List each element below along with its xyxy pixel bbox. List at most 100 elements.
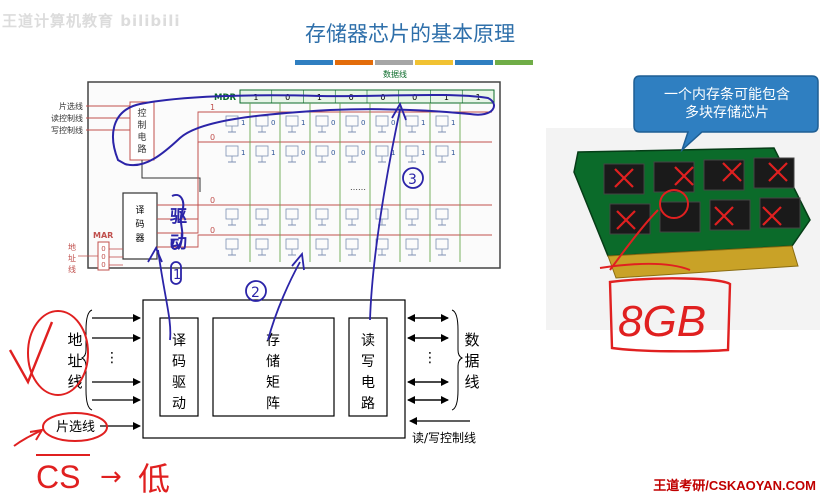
- memory-cell: [345, 208, 359, 226]
- memory-chip: [653, 161, 695, 193]
- memory-cell: [285, 238, 299, 256]
- memory-cell: 1: [435, 115, 455, 133]
- blue-loop-control: [112, 93, 495, 167]
- block-char: 矩: [266, 375, 280, 391]
- mar-bit: 0: [101, 245, 105, 253]
- title-bar-seg: [295, 60, 333, 65]
- cs-note: CS: [36, 459, 80, 495]
- memory-cell: 0: [345, 145, 365, 163]
- memory-cell: 0: [375, 115, 395, 133]
- address-label: 地址线: [68, 242, 76, 274]
- arrow-1-head: [147, 245, 163, 263]
- memory-cell: [225, 238, 239, 256]
- memory-cell: [405, 238, 419, 256]
- red-arrow-head: [29, 428, 44, 441]
- num-1: 1: [173, 268, 181, 283]
- red-x-mark: [616, 210, 636, 230]
- blue-bracket-drive: [170, 194, 185, 250]
- cell-value: 1: [451, 119, 455, 127]
- cell-value: 1: [271, 149, 275, 157]
- memory-cell: 0: [315, 145, 335, 163]
- block-char: 译: [172, 333, 186, 349]
- num-3: 3: [408, 172, 417, 188]
- title-bar-seg: [415, 60, 453, 65]
- memory-chip: [703, 159, 745, 191]
- memory-cell: [225, 208, 239, 226]
- memory-cell: 0: [345, 115, 365, 133]
- arrow-2-line: [267, 261, 301, 341]
- memory-stick-photo: [546, 128, 820, 330]
- mar-bits: 000: [101, 245, 105, 269]
- mar-label: MAR: [93, 231, 113, 240]
- red-x-mark: [714, 206, 734, 226]
- title-color-bar: [295, 60, 533, 65]
- data-brace: [451, 309, 464, 411]
- block-char: 址: [67, 352, 82, 370]
- mar-bit: 0: [101, 253, 105, 261]
- mdr-label: MDR: [214, 93, 237, 103]
- memory-cell: [255, 238, 269, 256]
- cell-value: 1: [391, 149, 395, 157]
- memory-cell: [315, 238, 329, 256]
- control-to-decoder-wire: [141, 160, 201, 192]
- cell-value: 0: [331, 119, 335, 127]
- block-char: 数: [464, 331, 479, 349]
- block-char: 据: [464, 352, 479, 370]
- mdr-bit: 0: [349, 93, 354, 102]
- cell-value: 1: [241, 149, 245, 157]
- footer: 王道考研/CSKAOYAN.COM: [653, 478, 816, 493]
- red-circle-address: [27, 310, 89, 396]
- watermark: 王道计算机教育 bilibili: [2, 12, 181, 30]
- block-char: 线: [67, 373, 82, 391]
- memory-chip: [753, 157, 795, 189]
- memory-cell: 1: [375, 145, 395, 163]
- circle-num-1: [170, 261, 182, 285]
- storage-matrix-block: [212, 317, 335, 417]
- memory-cell: 1: [285, 115, 305, 133]
- red-x-mark: [768, 162, 788, 182]
- memory-chip: [709, 199, 751, 231]
- title-bar-seg: [455, 60, 493, 65]
- red-x-mark: [674, 166, 694, 186]
- mdr-bit: 0: [285, 93, 290, 102]
- rows-ellipsis: ……: [350, 183, 366, 192]
- cell-value: 1: [451, 149, 455, 157]
- control-circuit-char: 路: [137, 143, 146, 155]
- memory-cell: [435, 208, 449, 226]
- cs-arrow: →: [100, 462, 122, 492]
- memory-cell: [405, 208, 419, 226]
- control-line-label: 写控制线: [51, 125, 83, 135]
- rw-control-label: 读/写控制线: [412, 431, 476, 445]
- block-char: 线: [464, 373, 479, 391]
- memory-cell: 0: [315, 115, 335, 133]
- decoder-box: [122, 192, 158, 260]
- circle-num-2: [245, 280, 267, 302]
- handwriting: 驱 动 1 2 3 CS → 低: [8, 93, 495, 498]
- block-char: 阵: [266, 396, 280, 412]
- title-bar-seg: [495, 60, 533, 65]
- cell-value: 0: [361, 119, 365, 127]
- memory-chip: [609, 203, 651, 235]
- data-line-label: 数据线: [383, 69, 407, 79]
- mar-wires: [78, 248, 123, 266]
- red-x-mark: [722, 162, 742, 182]
- memory-cell: 1: [405, 115, 425, 133]
- memory-cell: 1: [255, 145, 275, 163]
- cell-value: 1: [421, 119, 425, 127]
- red-x-mark: [762, 206, 782, 226]
- word-line-value: 1: [210, 103, 215, 112]
- cell-value: 1: [301, 119, 305, 127]
- rw-circuit-block: [348, 317, 388, 417]
- address-char: 线: [68, 264, 76, 274]
- memory-cell: 1: [435, 145, 455, 163]
- drive-char-2: 动: [170, 233, 187, 253]
- cell-value: 0: [301, 149, 305, 157]
- memory-cell: 0: [285, 145, 305, 163]
- bit-lines: [249, 103, 461, 262]
- title-bar-seg: [375, 60, 413, 65]
- address-char: 址: [68, 253, 76, 263]
